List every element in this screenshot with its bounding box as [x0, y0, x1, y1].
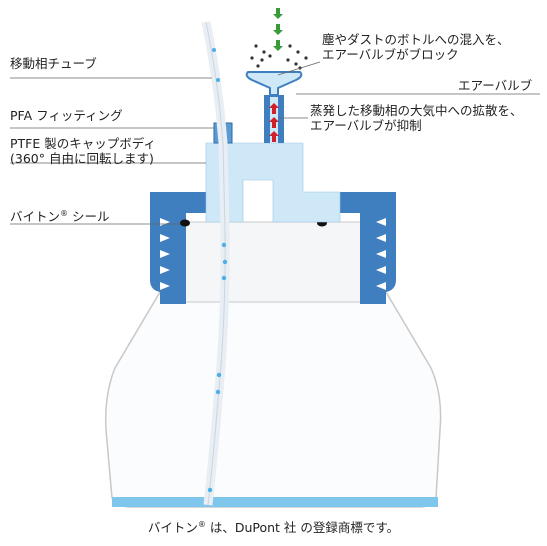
- footer-suffix: は、DuPont 社 の登録商標です。: [205, 520, 400, 535]
- label-dust-line1: 塵やダストのボトルへの混入を、: [322, 32, 510, 47]
- bottle-liquid: [112, 497, 438, 507]
- label-air-valve: エアーバルブ: [458, 78, 533, 93]
- footer-mark: ®: [197, 519, 206, 529]
- label-dust-line2: エアーバルブがブロック: [322, 47, 459, 62]
- air-inflow-arrows: [273, 8, 283, 51]
- bottle-outline: [104, 291, 442, 508]
- air-valve-disc: [245, 71, 303, 96]
- viton-seal-suffix: シール: [68, 209, 110, 225]
- ptfe-cap-body: [205, 142, 341, 223]
- viton-seal-mark: ®: [60, 209, 69, 218]
- label-cap-body-line1: PTFE 製のキャップボディ: [10, 136, 156, 151]
- tube-flow-arrows: [207, 48, 228, 493]
- bottle-neck: [169, 221, 376, 303]
- footer-prefix: バイトン: [147, 520, 198, 535]
- label-pfa-fitting: PFA フィッティング: [10, 108, 123, 123]
- label-viton-seal: バイトン® シール: [10, 206, 110, 224]
- viton-seal-text: バイトン: [10, 209, 61, 225]
- label-cap-body-line2: (360° 自由に回転します): [10, 151, 154, 166]
- viton-seal-left: [180, 219, 190, 227]
- evaporation-arrows: [269, 103, 279, 142]
- label-mobile-phase-tube: 移動相チューブ: [10, 56, 97, 71]
- thread-right: [376, 218, 386, 290]
- leader-lines: [10, 61, 540, 225]
- trademark-footnote: バイトン® は、DuPont 社 の登録商標です。: [0, 517, 547, 536]
- dust-particles: [250, 44, 308, 70]
- label-evap-line1: 蒸発した移動相の大気中への拡散を、: [310, 103, 523, 118]
- label-evap-line2: エアーバルブが抑制: [310, 118, 422, 133]
